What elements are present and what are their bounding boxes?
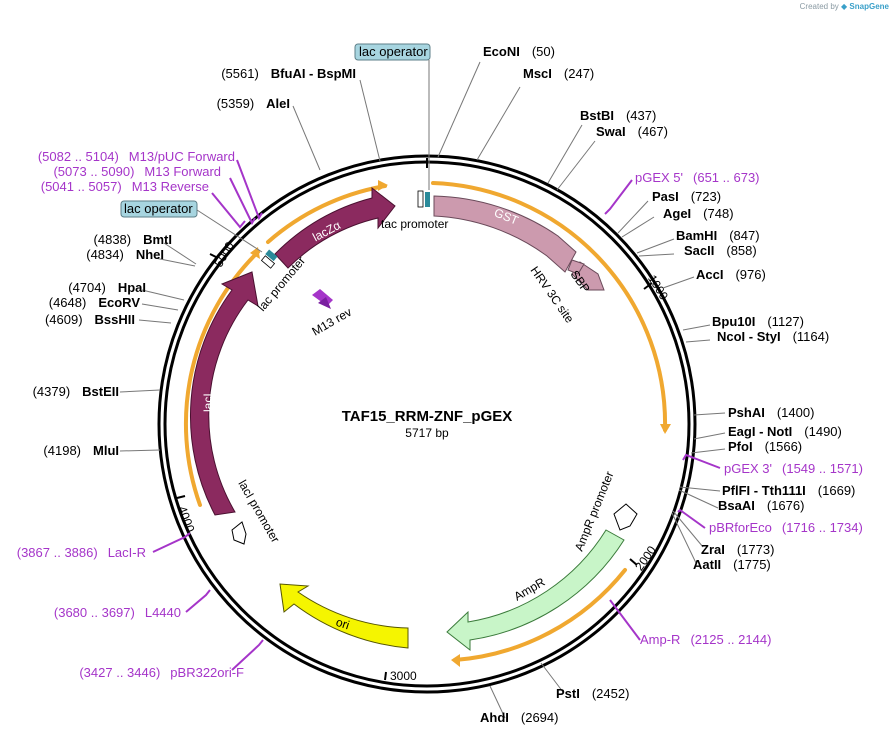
enzyme-bsteii: (4379)BstEII	[33, 384, 119, 399]
primer-l4440: (3680 .. 3697)L4440	[54, 605, 181, 620]
primer-markers	[152, 159, 721, 671]
lacza-arrow	[274, 186, 396, 269]
enzyme-msci: MscI(247)	[523, 66, 594, 81]
lac-operator-mark	[425, 192, 430, 207]
orf-gst	[431, 181, 668, 432]
lac-promoter-mark	[260, 255, 276, 269]
tick-4000: 4000	[175, 504, 197, 534]
lac-operator-left: lac operator	[120, 200, 263, 253]
enzyme-sacii: SacII(858)	[684, 243, 757, 258]
ori-arrow	[279, 583, 409, 649]
enzyme-labels-left: (5561)BfuAI - BspMI (5359)AleI (4838)Bmt…	[33, 66, 356, 458]
enzyme-nhei: (4834)NheI	[86, 247, 164, 262]
plasmid-title: TAF15_RRM-ZNF_pGEX 5717 bp	[342, 408, 513, 440]
tick-3000: 3000	[390, 669, 417, 683]
features	[190, 186, 638, 652]
primer-m13rev: (5041 .. 5057)M13 Reverse	[41, 179, 209, 194]
ticks	[176, 158, 653, 681]
primer-labels-right: pGEX 5'(651 .. 673) pGEX 3'(1549 .. 1571…	[635, 170, 863, 647]
ori-label: ori	[334, 615, 351, 632]
m13-rev-label: M13 rev	[310, 305, 355, 339]
hrv3c-label: HRV 3C site	[528, 264, 577, 326]
lac-operator-top: lac operator	[354, 43, 431, 190]
laci-promoter-arrow	[231, 521, 247, 545]
enzyme-ncoi-styi: NcoI - StyI(1164)	[717, 329, 829, 344]
enzyme-hpai: (4704)HpaI	[68, 280, 146, 295]
enzyme-pflfi-tth111i: PflFI - Tth111I(1669)	[722, 483, 855, 498]
enzyme-bamhi: BamHI(847)	[676, 228, 760, 243]
primer-labels-left: (5082 .. 5104)M13/pUC Forward (5073 .. 5…	[17, 149, 244, 680]
enzyme-labels-right: EcoNI(50) MscI(247) BstBI(437) SwaI(467)…	[480, 44, 855, 725]
enzyme-aatii: AatII(1775)	[693, 557, 771, 572]
enzyme-pfoi: PfoI(1566)	[728, 439, 802, 454]
enzyme-bsshii: (4609)BssHII	[45, 312, 135, 327]
enzyme-eagi-noti: EagI - NotI(1490)	[728, 424, 842, 439]
enzyme-ahdi: AhdI(2694)	[480, 710, 558, 725]
enzyme-alei: (5359)AleI	[217, 96, 290, 111]
ampr-promoter-arrow	[613, 503, 638, 531]
lac-promoter-label: lac promoter	[255, 254, 309, 314]
lac-operator-left-mark	[265, 249, 278, 262]
enzyme-bstbi: BstBI(437)	[580, 108, 656, 123]
primer-ampr: Amp-R(2125 .. 2144)	[640, 632, 771, 647]
tac-promoter-label: tac promoter	[381, 217, 448, 231]
enzyme-bfuai-bspmi: (5561)BfuAI - BspMI	[221, 66, 356, 81]
enzyme-bsaai: BsaAI(1676)	[718, 498, 804, 513]
hrv3c-box	[567, 259, 585, 275]
tac-promoter-mark	[417, 190, 424, 208]
plasmid-name: TAF15_RRM-ZNF_pGEX	[342, 408, 513, 425]
laci-label: lacI	[201, 393, 215, 412]
enzyme-mlui: (4198)MluI	[43, 443, 119, 458]
primer-m13puc: (5082 .. 5104)M13/pUC Forward	[38, 149, 235, 164]
tick-2000: 2000	[632, 543, 659, 573]
plasmid-size: 5717 bp	[405, 426, 449, 440]
credit-text: Created by	[799, 2, 839, 11]
tick-5000: 5000	[211, 239, 237, 269]
gst-arrow	[433, 195, 577, 273]
lac-operator-top-label: lac operator	[359, 44, 428, 59]
enzyme-pshai: PshAI(1400)	[728, 405, 814, 420]
primer-pgex3: pGEX 3'(1549 .. 1571)	[724, 461, 863, 476]
enzyme-bpu10i: Bpu10I(1127)	[712, 314, 804, 329]
snapgene-logo-icon: ◆	[841, 2, 848, 11]
enzyme-swai: SwaI(467)	[596, 124, 668, 139]
enzyme-leaders	[119, 61, 726, 719]
credit-brand: SnapGene	[849, 2, 889, 11]
laci-arrow	[190, 271, 259, 516]
orf-ampr	[453, 568, 627, 662]
ampr-arrow	[446, 529, 625, 652]
enzyme-zrai: ZraI(1773)	[701, 542, 774, 557]
primer-laci-r: (3867 .. 3886)LacI-R	[17, 545, 146, 560]
primer-pgex5: pGEX 5'(651 .. 673)	[635, 170, 760, 185]
orf-lacza	[266, 184, 387, 244]
enzyme-bmti: (4838)BmtI	[94, 232, 172, 247]
primer-m13fwd: (5073 .. 5090)M13 Forward	[53, 164, 221, 179]
enzyme-pasi: PasI(723)	[652, 189, 721, 204]
lac-operator-left-label: lac operator	[124, 201, 193, 216]
primer-pbrforeco: pBRforEco(1716 .. 1734)	[709, 520, 863, 535]
snapgene-credit: Created by ◆ SnapGene	[800, 2, 889, 11]
enzyme-agei: AgeI(748)	[663, 206, 734, 221]
enzyme-ecorv: (4648)EcoRV	[49, 295, 141, 310]
enzyme-econi: EcoNI(50)	[483, 44, 555, 59]
enzyme-acci: AccI(976)	[696, 267, 766, 282]
primer-pbr322ori: (3427 .. 3446)pBR322ori-F	[79, 665, 244, 680]
enzyme-psti: PstI(2452)	[556, 686, 629, 701]
